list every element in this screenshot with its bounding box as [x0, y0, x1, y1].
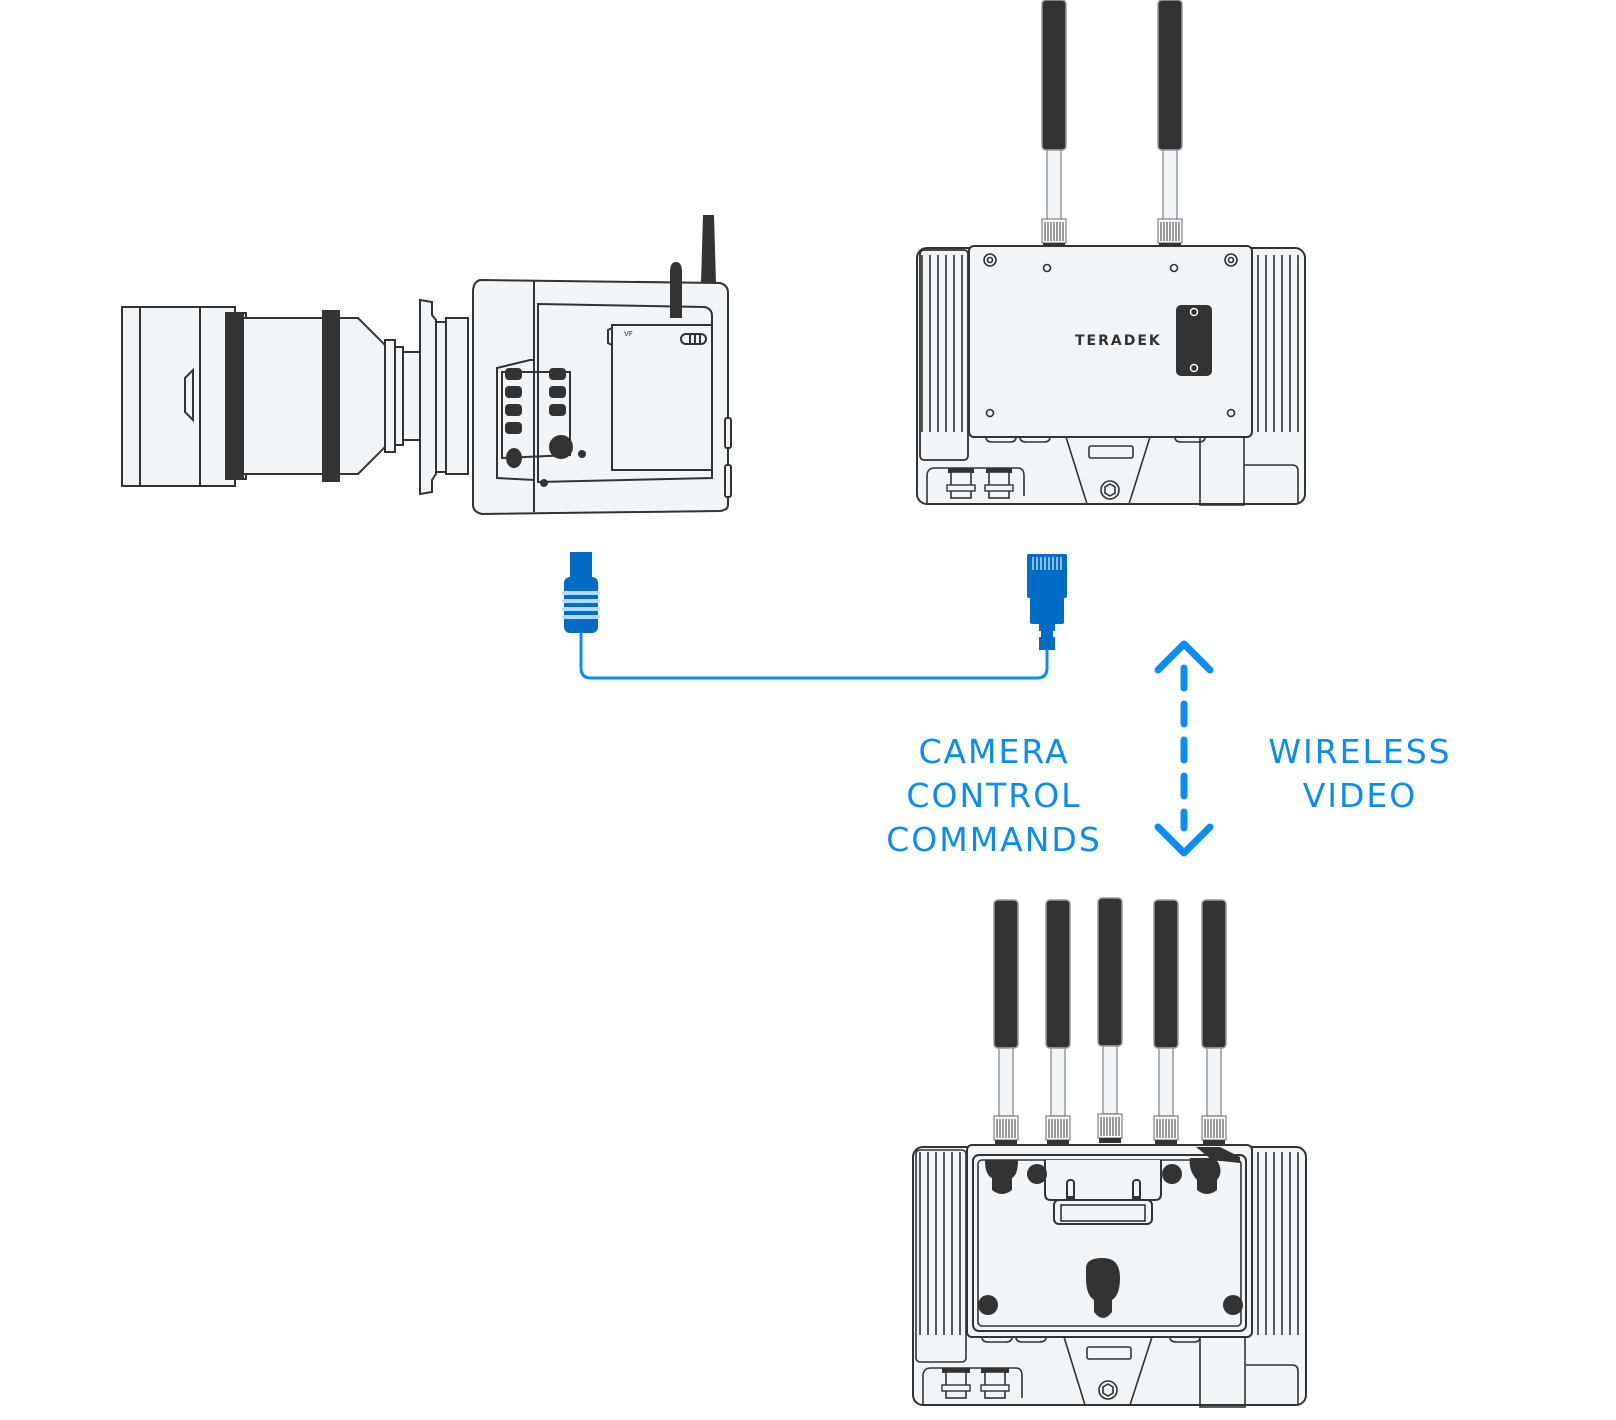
arrow-down-icon — [1154, 823, 1214, 857]
teradek-logo: TERADEK — [1075, 333, 1162, 349]
bnc-connectors — [946, 468, 1014, 499]
antenna — [1201, 899, 1227, 1145]
camera-buttons — [505, 368, 586, 487]
antenna — [1045, 899, 1071, 1145]
focus-ring — [225, 312, 244, 480]
camera-body: VF — [472, 278, 732, 516]
wireless-link-arrow — [1154, 640, 1214, 857]
transmitter: TERADEK — [916, 0, 1306, 506]
antenna — [1041, 0, 1067, 247]
camera-lens — [121, 298, 469, 496]
viewfinder-door — [611, 324, 713, 471]
rj45-contacts — [1032, 557, 1062, 570]
receiver-plate — [966, 1144, 1253, 1338]
label-line: VIDEO — [1302, 776, 1418, 815]
wireless-video-label: WIRELESS VIDEO — [1255, 730, 1465, 818]
antenna — [1097, 897, 1123, 1143]
mount-plate — [1176, 305, 1212, 376]
label-line: CONTROL — [906, 776, 1082, 815]
transmitter-plate — [968, 245, 1253, 438]
cable-line — [579, 633, 1049, 680]
transmitter-lower — [919, 249, 1299, 506]
cable-plug-left — [562, 552, 600, 633]
camera-antennas — [670, 215, 716, 318]
vf-label: VF — [624, 330, 633, 338]
label-line: WIRELESS — [1268, 732, 1452, 771]
ethernet-cable — [562, 552, 1067, 680]
transmitter-antennas — [1041, 0, 1183, 247]
battery-plate-frame — [972, 1154, 1247, 1332]
antenna — [1153, 899, 1179, 1145]
receiver-lower — [922, 1336, 1299, 1408]
cable-plug-rj45 — [1027, 554, 1067, 650]
bnc-connectors — [941, 1368, 1010, 1399]
camera: VF — [121, 215, 732, 516]
heatsink-fins-right — [1257, 1152, 1299, 1335]
plug-grip-stripes — [562, 591, 600, 619]
v-mount-slots — [978, 1147, 1243, 1318]
plate-screws — [983, 253, 1238, 418]
heatsink-fins-right — [1257, 255, 1299, 432]
zoom-ring — [322, 310, 340, 482]
receiver — [912, 897, 1307, 1408]
antenna — [1157, 0, 1183, 247]
label-line: CAMERA — [918, 732, 1070, 771]
arrow-up-icon — [1154, 640, 1214, 674]
receiver-antennas — [993, 897, 1227, 1145]
label-line: COMMANDS — [886, 820, 1102, 859]
antenna — [993, 899, 1019, 1145]
battery-pins — [1066, 1179, 1141, 1200]
camera-control-commands-label: CAMERA CONTROL COMMANDS — [880, 730, 1108, 862]
